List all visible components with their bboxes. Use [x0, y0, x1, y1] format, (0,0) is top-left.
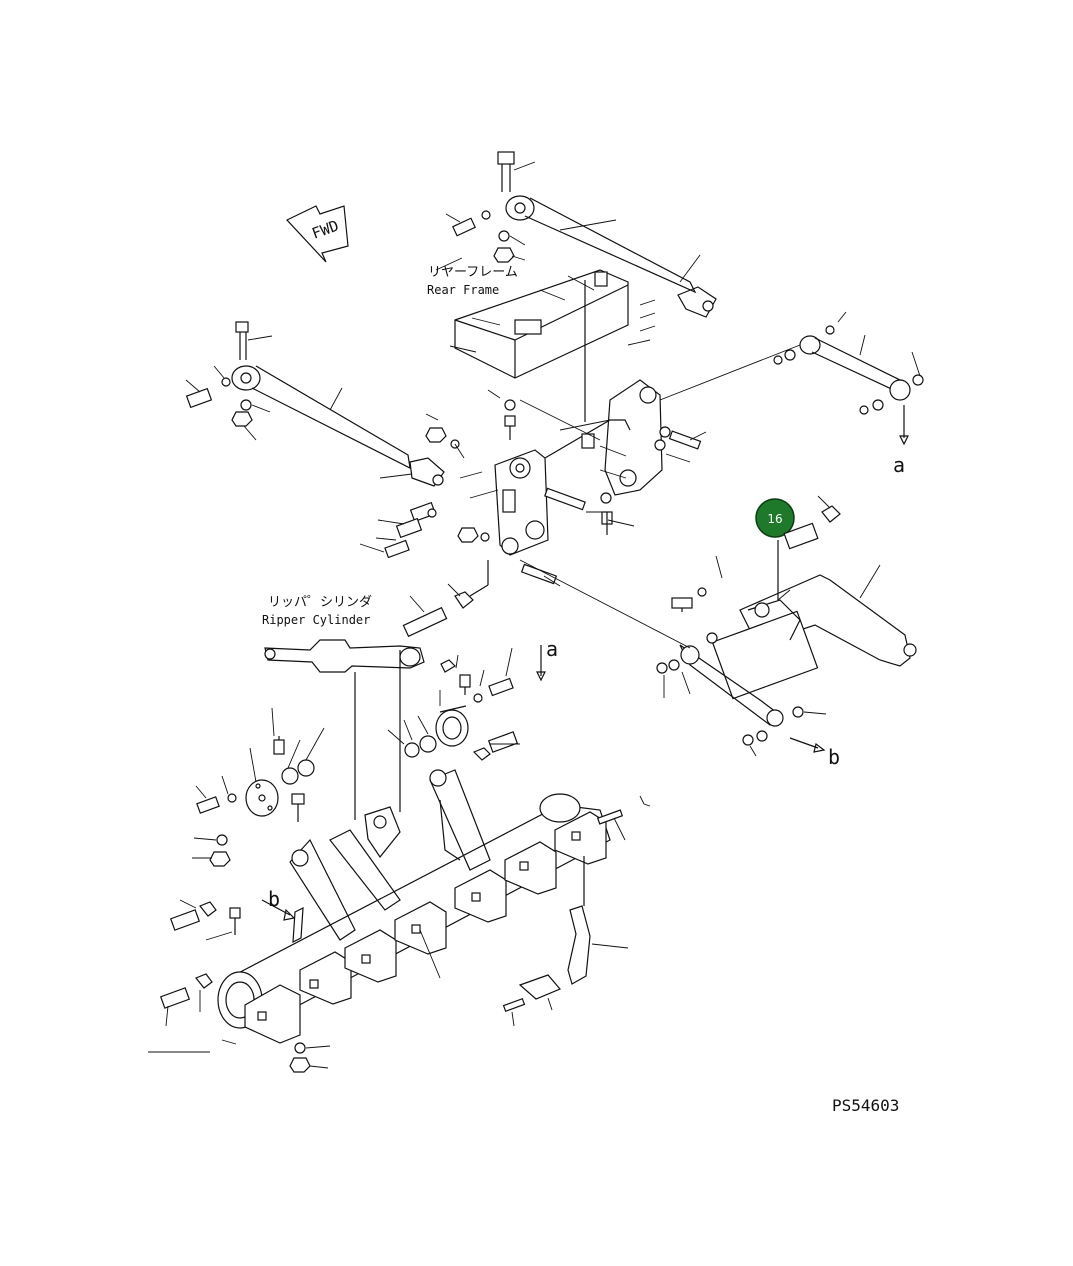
- ref-a-arrow-lower: [536, 645, 546, 682]
- pin-upper: [445, 210, 526, 263]
- left-hub-parts: [192, 707, 325, 867]
- ripper-beam: [217, 793, 611, 1044]
- lower-right-linkage: [519, 555, 917, 757]
- fwd-arrow-icon: FWD: [286, 205, 349, 263]
- lower-right-bracket: [502, 795, 651, 1027]
- cylinder-pin-set: [402, 560, 489, 638]
- bolt-top: [497, 151, 536, 192]
- lower-left-parts: [148, 899, 331, 1073]
- ref-a-right: a: [893, 453, 905, 477]
- ref-b-right: b: [828, 745, 840, 769]
- ref-b-lower: b: [268, 887, 280, 911]
- center-fasteners: [359, 399, 702, 585]
- ripper-cylinder-label-jp: リッパ゜シリンダ: [268, 595, 372, 610]
- rear-frame-label-en: Rear Frame: [427, 283, 499, 297]
- ripper-cylinder-label-en: Ripper Cylinder: [262, 613, 370, 627]
- drawing-code: PS54603: [832, 1096, 899, 1115]
- ripper-arms: [289, 650, 491, 941]
- left-link-rod: [185, 321, 445, 487]
- bushing-16: [777, 495, 841, 600]
- rear-frame: [454, 269, 656, 379]
- leader-lines: [221, 257, 707, 1045]
- callout-16-number: 16: [767, 512, 782, 526]
- fwd-label: FWD: [309, 217, 341, 243]
- hub-parts: [387, 647, 520, 761]
- upper-link-rod: [505, 195, 717, 318]
- ref-b-arrow-lower: [261, 899, 304, 944]
- center-bracket: [494, 280, 663, 556]
- ref-a-lower: a: [546, 637, 558, 661]
- right-link-rod: [659, 311, 924, 446]
- callout-16-badge[interactable]: 16: [755, 498, 795, 538]
- ripper-cylinder: [264, 639, 425, 820]
- rear-frame-label-jp: リヤーフレーム: [428, 265, 518, 280]
